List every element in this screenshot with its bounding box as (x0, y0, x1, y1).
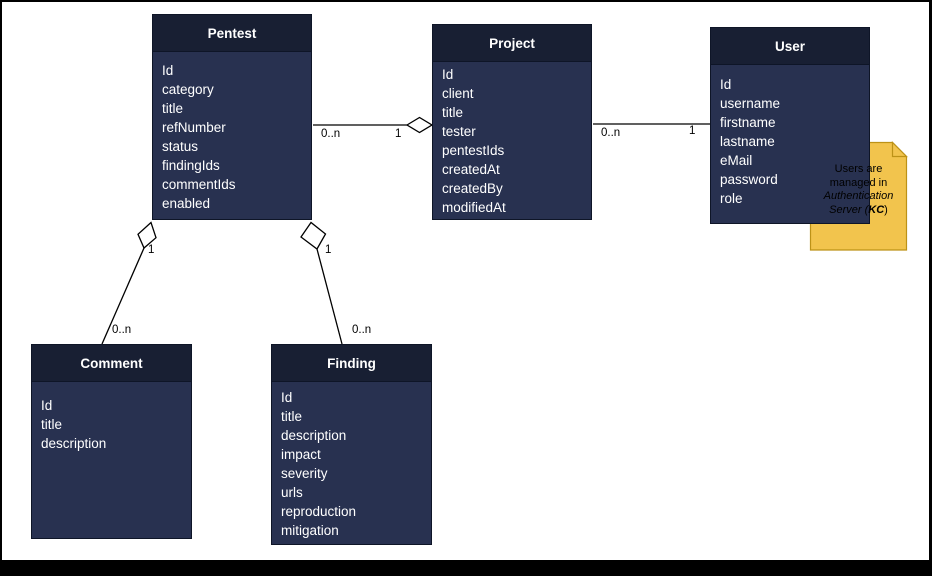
entity-pentest-field-title: title (162, 101, 184, 116)
note-text-italic: Authentication Server (823, 190, 894, 216)
entity-user-field-id: Id (720, 77, 732, 92)
entity-project-field-client: client (442, 86, 474, 101)
entity-finding-field-title: title (281, 409, 303, 424)
multiplicity-pentest-project-source: 0..n (321, 128, 341, 140)
entity-project-field-createdat: createdAt (442, 162, 500, 177)
multiplicity-project-user-target: 1 (689, 125, 696, 137)
entity-pentest-field-enabled: enabled (162, 196, 211, 211)
entity-finding-field-mitigation: mitigation (281, 523, 339, 538)
entity-user-field-username: username (720, 96, 781, 111)
entity-pentest-field-status: status (162, 139, 199, 154)
entity-pentest-field-refnumber: refNumber (162, 120, 226, 135)
entity-finding-field-id: Id (281, 390, 293, 405)
entity-project-field-modifiedat: modifiedAt (442, 200, 506, 215)
entity-project-field-pentestids: pentestIds (442, 143, 505, 158)
entity-pentest-fields: Id category title refNumber status findingIds… (153, 52, 311, 213)
entity-finding-field-description: description (281, 428, 347, 443)
entity-pentest-field-category: category (162, 82, 214, 97)
multiplicity-pentest-finding-source: 1 (325, 244, 332, 256)
entity-project-fields: Id client title tester pentestIds createdAt cr… (433, 62, 591, 217)
multiplicity-pentest-comment-source: 1 (148, 244, 155, 256)
multiplicity-project-user-source: 0..n (601, 127, 621, 139)
entity-finding-fields: Id title description impact severity urls repr… (272, 382, 431, 540)
entity-user-field-email: eMail (720, 153, 753, 168)
entity-comment-field-description: description (41, 436, 107, 451)
note-text: Users are managed in Authentication Serv… (811, 163, 906, 217)
entity-project-field-tester: tester (442, 124, 476, 139)
entity-comment-fields: Id title description (32, 382, 191, 453)
entity-user-field-role: role (720, 191, 743, 206)
entity-user-title: User (711, 28, 869, 65)
entity-pentest-field-id: Id (162, 63, 174, 78)
entity-project-field-id: Id (442, 67, 454, 82)
entity-finding-field-impact: impact (281, 447, 321, 462)
entity-finding-field-severity: severity (281, 466, 328, 481)
note-open-paren: ( (864, 203, 869, 216)
entity-user-field-firstname: firstname (720, 115, 776, 130)
entity-comment-field-title: title (41, 417, 63, 432)
note-text-bold: KC (868, 203, 885, 216)
entity-finding-field-urls: urls (281, 485, 303, 500)
multiplicity-pentest-finding-target: 0..n (352, 324, 372, 336)
entity-pentest-title: Pentest (153, 15, 311, 52)
note-close-paren: ) (884, 203, 888, 216)
entity-project-field-createdby: createdBy (442, 181, 503, 196)
entity-pentest-field-findingids: findingIds (162, 158, 220, 173)
entity-finding-field-reproduction: reproduction (281, 504, 357, 519)
entity-comment-field-id: Id (41, 398, 53, 413)
entity-project-title: Project (433, 25, 591, 62)
entity-comment-title: Comment (32, 345, 191, 382)
entity-user-fields: Id username firstname lastname eMail password… (711, 65, 869, 208)
multiplicity-pentest-project-target: 1 (395, 128, 402, 140)
entity-pentest-field-commentids: commentIds (162, 177, 236, 192)
entity-finding-title: Finding (272, 345, 431, 382)
entity-project-field-title: title (442, 105, 464, 120)
entity-user-field-lastname: lastname (720, 134, 775, 149)
note-text-regular: Users are managed in (829, 163, 888, 189)
entity-user-field-password: password (720, 172, 778, 187)
multiplicity-pentest-comment-target: 0..n (112, 324, 132, 336)
